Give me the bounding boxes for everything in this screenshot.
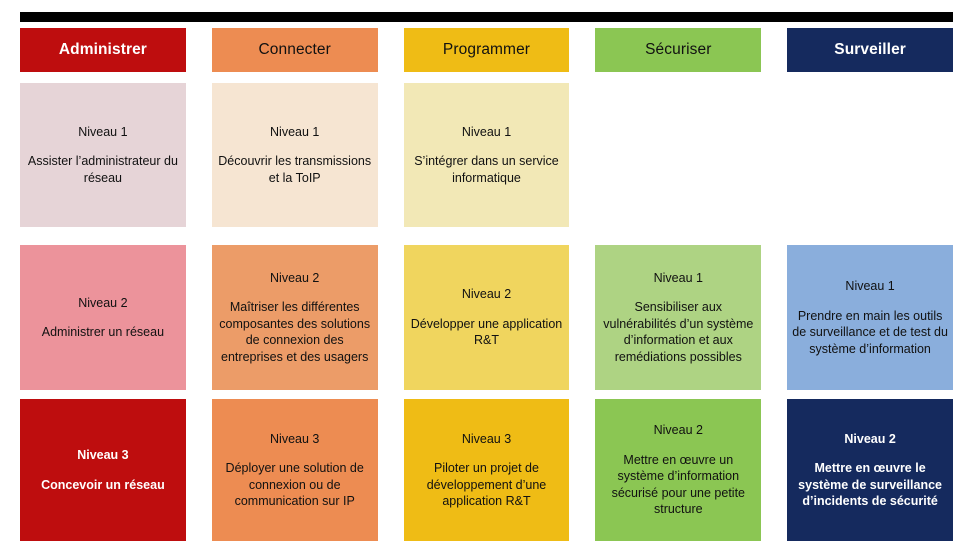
level-label: Niveau 2	[78, 295, 128, 310]
column-header-connecter: Connecter	[211, 28, 378, 72]
level-description: Concevoir un réseau	[41, 477, 165, 492]
header-row: Administrer Connecter Programmer Sécuris…	[20, 28, 953, 72]
level-description: Sensibiliser aux vulnérabilités d’un sys…	[603, 300, 754, 364]
cell-surveiller-niveau-1: Niveau 1 Prendre en main les outils de s…	[787, 245, 953, 390]
level-description: Piloter un projet de développement d’une…	[426, 461, 547, 508]
column-header-securiser: Sécuriser	[595, 28, 762, 72]
cell-securiser-niveau-2: Niveau 2 Mettre en œuvre un système d’in…	[595, 399, 762, 541]
level-label: Niveau 2	[844, 431, 896, 446]
empty-cell-surveiller-row-1	[787, 83, 953, 227]
cell-administrer-niveau-2: Niveau 2 Administrer un réseau	[20, 245, 186, 390]
level-description: Mettre en œuvre un système d’information…	[611, 452, 745, 517]
cell-programmer-niveau-3: Niveau 3 Piloter un projet de développem…	[403, 399, 570, 541]
top-divider-bar	[20, 12, 953, 22]
matrix-row-1: Niveau 1 Assister l’administrateur du ré…	[20, 83, 953, 227]
level-description: S’intégrer dans un service informatique	[414, 154, 559, 185]
level-label: Niveau 3	[77, 448, 129, 462]
column-header-administrer: Administrer	[20, 28, 186, 72]
level-label: Niveau 2	[270, 270, 320, 285]
column-header-surveiller: Surveiller	[787, 28, 953, 72]
level-description: Découvrir les transmissions et la ToIP	[218, 154, 372, 185]
level-label: Niveau 1	[270, 124, 320, 139]
level-description: Déployer une solution de connexion ou de…	[225, 461, 364, 508]
cell-securiser-niveau-1: Niveau 1 Sensibiliser aux vulnérabilités…	[595, 245, 762, 390]
level-label: Niveau 1	[78, 124, 128, 139]
level-description: Prendre en main les outils de surveillan…	[792, 308, 948, 356]
column-header-programmer: Programmer	[403, 28, 570, 72]
matrix-row-2: Niveau 2 Administrer un réseau Niveau 2 …	[20, 245, 953, 390]
matrix-row-3: Niveau 3 Concevoir un réseau Niveau 3 Dé…	[20, 399, 953, 541]
level-label: Niveau 1	[845, 279, 895, 293]
level-description: Administrer un réseau	[41, 325, 165, 339]
cell-programmer-niveau-1: Niveau 1 S’intégrer dans un service info…	[403, 83, 570, 227]
level-description: Mettre en œuvre le système de surveillan…	[798, 461, 943, 508]
cell-surveiller-niveau-2: Niveau 2 Mettre en œuvre le système de s…	[787, 399, 953, 541]
level-label: Niveau 3	[461, 431, 512, 446]
level-description: Développer une application R&T	[410, 316, 563, 348]
level-description: Assister l’administrateur du réseau	[27, 154, 178, 185]
level-label: Niveau 2	[461, 287, 512, 302]
empty-cell-securiser-row-1	[595, 83, 761, 227]
level-label: Niveau 1	[461, 124, 512, 139]
level-label: Niveau 2	[653, 423, 703, 438]
level-label: Niveau 3	[270, 431, 320, 446]
cell-programmer-niveau-2: Niveau 2 Développer une application R&T	[403, 245, 570, 390]
cell-connecter-niveau-3: Niveau 3 Déployer une solution de connex…	[211, 399, 378, 541]
cell-administrer-niveau-1: Niveau 1 Assister l’administrateur du ré…	[20, 83, 186, 227]
level-label: Niveau 1	[653, 270, 703, 285]
cell-administrer-niveau-3: Niveau 3 Concevoir un réseau	[20, 399, 186, 541]
level-description: Maîtriser les différentes composantes de…	[219, 300, 371, 364]
cell-connecter-niveau-2: Niveau 2 Maîtriser les différentes compo…	[211, 245, 378, 390]
cell-connecter-niveau-1: Niveau 1 Découvrir les transmissions et …	[211, 83, 378, 227]
